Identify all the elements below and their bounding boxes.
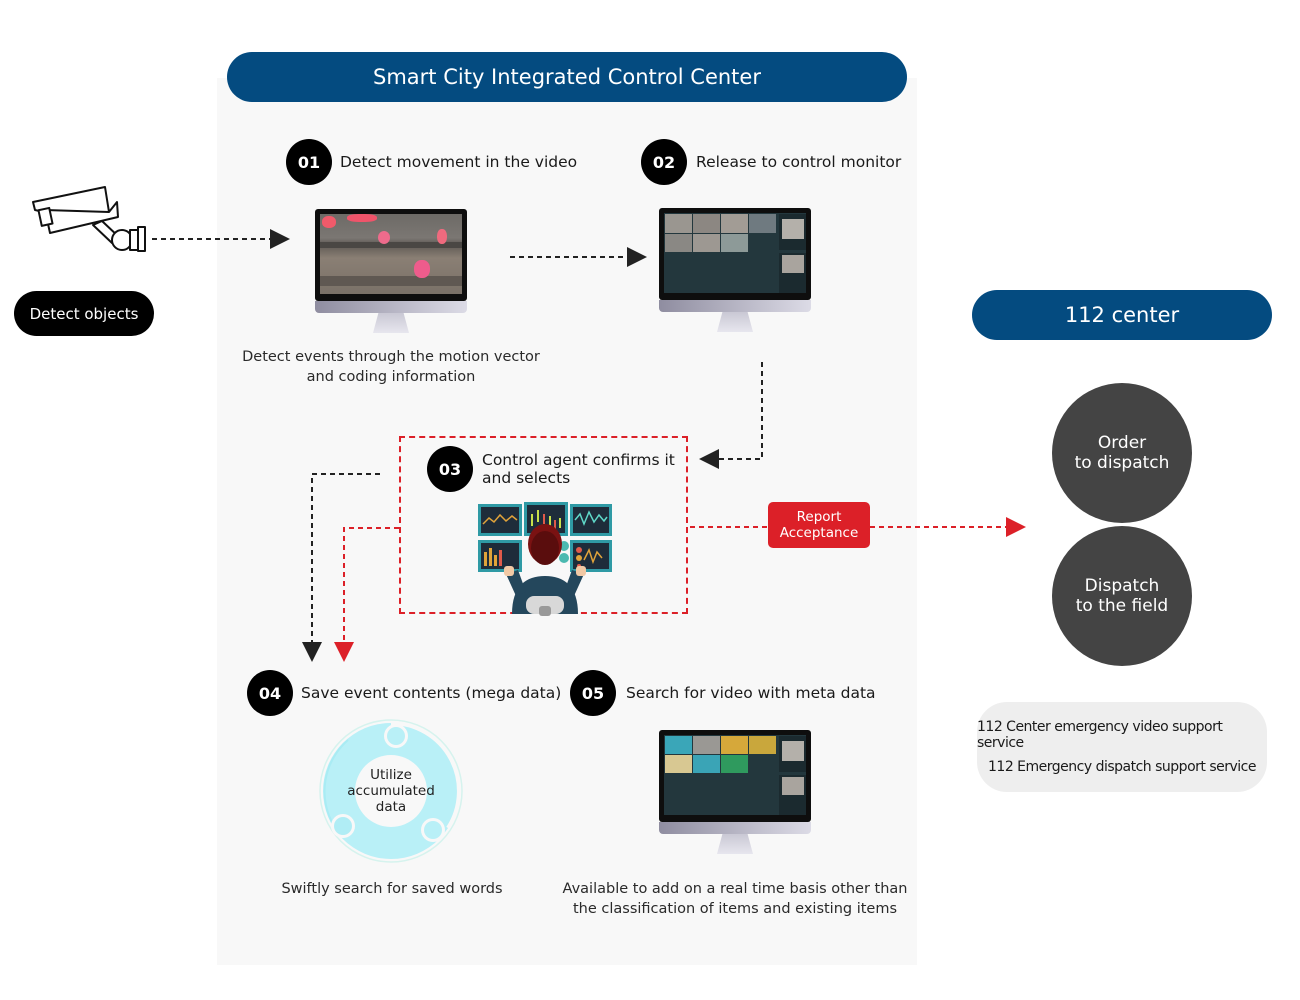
video-tile: [665, 736, 692, 754]
data-cycle-graphic: Utilize accumulated data: [318, 718, 464, 864]
metadata-search-monitor: [659, 730, 811, 860]
step-03-label-line2: and selects: [482, 469, 571, 487]
step-01-badge: 01: [286, 139, 332, 185]
step-05-number: 05: [581, 683, 605, 703]
video-tile: [665, 755, 692, 773]
control-agent-illustration: [476, 500, 614, 616]
step-05-caption-line1: Available to add on a real time basis ot…: [562, 881, 908, 897]
step-03-label-line1: Control agent confirms it: [482, 451, 675, 469]
dispatch-field-line1: Dispatch: [1084, 576, 1160, 596]
video-tile: [665, 214, 692, 233]
step-04-caption: Swiftly search for saved words: [281, 881, 503, 897]
step-04-badge: 04: [247, 670, 293, 716]
video-tile: [693, 736, 720, 754]
step-05-label: Search for video with meta data: [626, 684, 876, 702]
motion-blob: [378, 231, 390, 244]
monitor-stand: [717, 834, 753, 854]
motion-blob: [437, 229, 447, 244]
monitor-screen: [315, 209, 467, 301]
cycle-text-line3: data: [375, 799, 407, 815]
monitor-screen: [659, 208, 811, 300]
112-center-title: 112 center: [972, 290, 1272, 340]
video-tile: [693, 214, 720, 233]
video-tile: [693, 755, 720, 773]
step-03-number: 03: [438, 459, 462, 479]
video-tile: [782, 741, 804, 761]
monitor-stand: [717, 312, 753, 332]
arrow-step02-to-step03: [699, 362, 763, 469]
video-tile: [693, 234, 720, 252]
service-item: 112 Emergency dispatch support service: [988, 759, 1256, 775]
order-dispatch-line2: to dispatch: [1074, 453, 1170, 473]
cycle-center-text: Utilize accumulated data: [341, 767, 441, 815]
control-monitor-grid: [659, 208, 811, 338]
control-center-title: Smart City Integrated Control Center: [227, 52, 907, 102]
video-tile: [749, 736, 776, 754]
step-02-label: Release to control monitor: [696, 153, 902, 171]
monitor-chin: [659, 300, 811, 312]
video-tile: [782, 219, 804, 239]
112-center-title-text: 112 center: [1064, 303, 1180, 327]
step-04-number: 04: [258, 683, 282, 703]
cycle-text-line1: Utilize: [370, 767, 412, 783]
step-01-label: Detect movement in the video: [340, 153, 578, 171]
order-dispatch-line1: Order: [1097, 433, 1147, 453]
video-tile: [782, 777, 804, 795]
video-tile: [782, 255, 804, 273]
control-center-title-text: Smart City Integrated Control Center: [373, 65, 761, 89]
motion-blob: [322, 216, 336, 228]
monitor-stand: [373, 313, 409, 333]
monitor-chin: [315, 301, 467, 313]
report-acceptance-line2: Acceptance: [779, 525, 859, 541]
video-tile: [749, 214, 776, 233]
step-02-badge: 02: [641, 139, 687, 185]
step-03-badge: 03: [427, 446, 473, 492]
dispatch-to-field-circle: Dispatch to the field: [1052, 526, 1192, 666]
step-01-caption-line1: Detect events through the motion vector: [242, 349, 540, 365]
detect-objects-button[interactable]: Detect objects: [14, 291, 154, 336]
video-tile: [721, 234, 748, 252]
step-03-label: Control agent confirms it and selects: [482, 451, 675, 487]
video-tile: [721, 214, 748, 233]
cctv-camera-icon: [30, 183, 150, 253]
report-acceptance-line1: Report: [796, 509, 842, 525]
video-tile: [721, 755, 748, 773]
order-to-dispatch-circle: Order to dispatch: [1052, 383, 1192, 523]
dispatch-field-line2: to the field: [1075, 596, 1169, 616]
video-tile: [721, 736, 748, 754]
112-services-list: 112 Center emergency video support servi…: [977, 702, 1267, 792]
video-tile: [665, 234, 692, 252]
arrow-step03-to-step04-red: [334, 527, 399, 662]
step-05-badge: 05: [570, 670, 616, 716]
step-05-caption: Available to add on a real time basis ot…: [556, 879, 914, 919]
step-05-caption-line2: the classification of items and existing…: [572, 901, 898, 917]
step-01-caption-line2: and coding information: [306, 369, 476, 385]
arrow-step03-to-step04-black: [302, 473, 380, 662]
report-acceptance-button[interactable]: Report Acceptance: [768, 502, 870, 548]
monitor-chin: [659, 822, 811, 834]
detect-objects-label: Detect objects: [29, 304, 139, 323]
motion-detection-monitor: [315, 209, 467, 339]
motion-blob: [414, 260, 430, 278]
step-01-caption: Detect events through the motion vector …: [232, 347, 550, 387]
cycle-text-line2: accumulated: [347, 783, 435, 799]
step-04-label: Save event contents (mega data): [301, 684, 562, 702]
motion-blob: [347, 214, 377, 222]
step-02-number: 02: [652, 152, 676, 172]
monitor-screen: [659, 730, 811, 822]
step-01-number: 01: [297, 152, 321, 172]
service-item: 112 Center emergency video support servi…: [977, 719, 1223, 751]
